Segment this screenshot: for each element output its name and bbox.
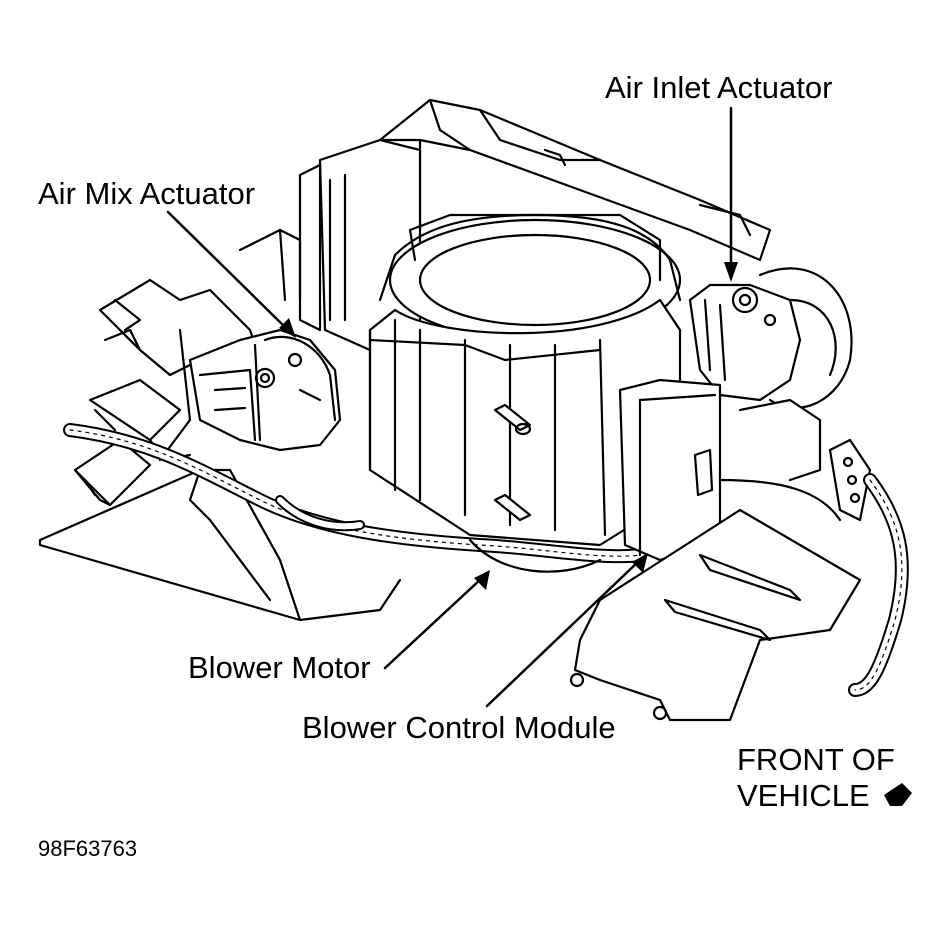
front-of-vehicle-label-line2: VEHICLE	[737, 778, 870, 813]
blower-control-module-label: Blower Control Module	[302, 710, 616, 745]
front-direction-arrow-icon	[884, 783, 912, 806]
air-inlet-actuator	[688, 267, 853, 409]
leader-lines	[166, 106, 733, 708]
front-of-vehicle-label-line1: FRONT OF	[737, 742, 895, 777]
mounting-plate	[569, 508, 862, 722]
figure-code: 98F63763	[38, 836, 138, 861]
leader-arrowheads	[279, 262, 738, 590]
air-mix-actuator-label: Air Mix Actuator	[38, 176, 256, 211]
air-inlet-actuator-label: Air Inlet Actuator	[605, 70, 833, 105]
right-connector-harness	[718, 398, 909, 697]
blower-housing	[368, 213, 682, 573]
air-mix-actuator	[188, 328, 342, 452]
wire-harness	[63, 423, 647, 564]
blower-motor-label: Blower Motor	[188, 650, 371, 685]
